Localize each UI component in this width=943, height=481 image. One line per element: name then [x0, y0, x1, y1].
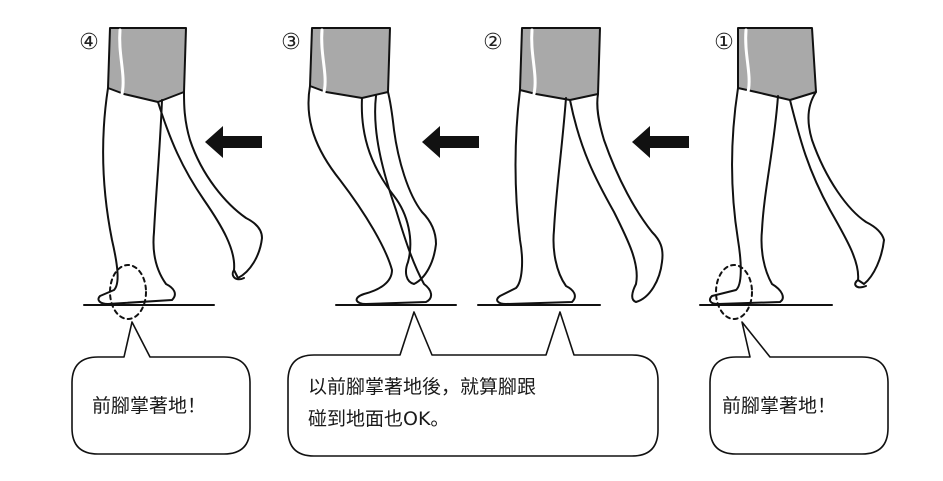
figure-4-legs: [97, 27, 263, 305]
dashed-circle-icon: [715, 264, 753, 320]
figure-1-legs: [709, 27, 885, 305]
left-arrow-icon: [632, 126, 689, 158]
bubble-right-text: 前腳掌著地！: [722, 395, 837, 417]
step-number-2: ②: [483, 30, 503, 55]
bubble-middle-line1: 以前腳掌著地後，就算腳跟: [308, 376, 537, 398]
dashed-circle-icon: [109, 264, 147, 320]
figure-2-legs: [496, 27, 664, 305]
bubble-middle-line2: 碰到地面也OK。: [308, 408, 450, 430]
arrows: [205, 126, 689, 158]
speech-bubble-left: [71, 321, 251, 455]
left-arrow-icon: [422, 126, 479, 158]
left-arrow-icon: [205, 126, 262, 158]
step-number-4: ④: [79, 30, 99, 55]
figure-3-legs: [307, 27, 437, 305]
bubble-left-text: 前腳掌著地！: [92, 395, 207, 417]
step-number-3: ③: [281, 30, 301, 55]
speech-bubble-middle: [287, 311, 659, 457]
step-number-1: ①: [714, 30, 734, 55]
speech-bubble-right: [709, 321, 889, 455]
